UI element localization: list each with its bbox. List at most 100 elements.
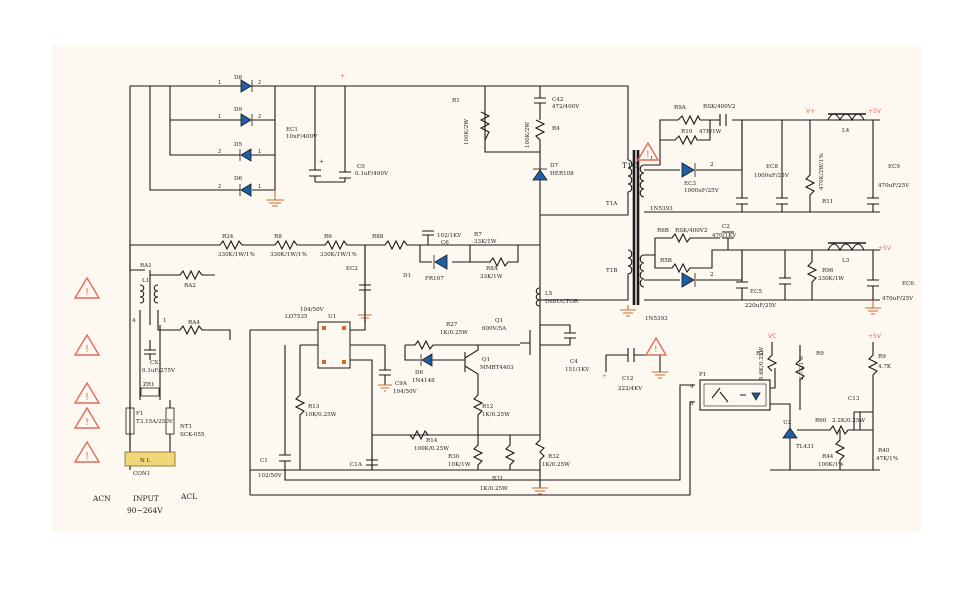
transformer-t1: T1C T1A T1B 1N5393 1N5393 (540, 150, 673, 322)
label-ra1: RA1 (140, 263, 152, 269)
label-c9a-value: 104/50V (393, 389, 418, 395)
label-r2: R2 (756, 351, 764, 357)
gate-drive: R27 1K/0.25W D6 1N4148 Q1 MMBT4403 R12 1… (250, 322, 540, 492)
label-q1b-value: MMBT4403 (480, 365, 514, 371)
label-nt1-value: SCK-055 (180, 432, 205, 438)
pin-label: 2 (710, 162, 714, 168)
label-r88: R88 (372, 234, 384, 240)
label-ec6: EC6 (902, 281, 914, 287)
plus-marker: + (340, 73, 345, 80)
label-c42-value: 472/400V (552, 104, 580, 110)
label-r24-value: 330K/1W/1% (218, 252, 255, 258)
label-r10-value: 47E/1W (699, 129, 722, 135)
label-r14: R14 (426, 438, 438, 444)
label-c9a: C9A (395, 381, 408, 387)
pin-label: 4 (132, 318, 136, 324)
label-r32: R32 (548, 454, 560, 460)
label-vc1: VC (768, 333, 776, 340)
label-5v-2: +5V (878, 245, 892, 252)
feedback-return: C1 102/50V (250, 345, 695, 496)
label-r9a: R9A (674, 105, 687, 111)
label-ec6-value: 470uF/25V (882, 296, 914, 302)
pin-label: 1 (218, 80, 221, 86)
label-r8: R8 (274, 234, 282, 240)
pin-label: 1 (650, 156, 654, 162)
label-ec3-value: 1000uF/25V (684, 188, 720, 194)
label-d7-value: HER108 (550, 171, 574, 177)
label-r7-value: 33K/1W (474, 239, 497, 245)
label-q1b: Q1 (482, 357, 490, 363)
pin-label: 1 (258, 149, 261, 155)
label-r11-value: 470K/2W/1% (819, 153, 825, 190)
pin-label: + (319, 159, 324, 165)
label-ec9: EC9 (888, 164, 900, 170)
label-r6b-value: RSK/400V2 (675, 228, 708, 234)
switching-stage: L5 INDUCTOR Q1 600V/5A C4 151/1KV R32 1K… (482, 287, 590, 495)
label-d6b-value: 1N4148 (412, 378, 435, 384)
label-vplus-1: V+ (806, 108, 815, 115)
label-r5p: RSK/400V2 (703, 104, 736, 110)
warning-icon: ! (73, 406, 101, 429)
svg-text:!: ! (85, 451, 89, 462)
svg-text:!: ! (85, 417, 89, 428)
label-c0-value: 0.1uF/400V (355, 171, 389, 177)
label-r30-value: 10K/1W (448, 462, 471, 468)
pin-label: 4 (690, 384, 694, 390)
label-zr1: ZR1 (143, 382, 155, 388)
svg-text:!: ! (85, 392, 89, 403)
label-ra4: RA4 (188, 320, 200, 326)
label-r1: R1 (452, 98, 460, 104)
label-con1: CON1 (133, 471, 150, 477)
label-r8a: R8A (486, 266, 499, 272)
label-r27-value: 1K/0.25W (440, 330, 468, 336)
svg-text:!: ! (654, 345, 658, 355)
label-acl: ACL (180, 492, 197, 501)
label-l4: L4 (842, 128, 850, 134)
label-r6b: R6B (657, 228, 669, 234)
pin-label: 3 (690, 401, 694, 407)
warning-markers: ! ! ! ! ! ! ! (73, 141, 668, 463)
bridge-rectifier: D8 D9 D5 D6 1 1 2 2 2 2 1 1 (129, 75, 350, 470)
label-r8a-value: 33K/1W (480, 274, 503, 280)
label-t1b: T1B (606, 268, 617, 274)
pin-label: 2 (258, 80, 261, 86)
label-t1a: T1A (606, 201, 618, 207)
label-d1: D1 (403, 273, 411, 279)
label-u2-value: TL431 (796, 444, 814, 450)
label-d5: D5 (234, 142, 242, 148)
label-input: INPUT (133, 494, 159, 503)
label-r1-value: 100K/2W (464, 119, 470, 145)
label-r9-top: R9 (816, 351, 824, 357)
label-r13-value: 10K/0.25W (305, 412, 337, 418)
label-c5: Q1 (495, 318, 503, 324)
label-c1: C1 (260, 458, 268, 464)
label-c1-value: 102/50V (258, 473, 283, 479)
label-c12: C12 (622, 376, 634, 382)
label-ec2: EC2 (346, 266, 358, 272)
bulk-capacitors: + EC1 10uF/400V C0 0.1uF/400V + (286, 73, 540, 183)
label-d8: D8 (234, 75, 242, 81)
label-r6-value: 330K/1W/1% (320, 252, 357, 258)
label-r3-value: 2.7K/1% (799, 356, 805, 380)
label-d2-value: 1N5393 (650, 206, 673, 212)
label-r7: R7 (474, 232, 482, 238)
label-r12-value: 1K/0.25W (482, 412, 510, 418)
label-ec1-value: 10uF/400V (286, 134, 318, 140)
label-d6: D6 (234, 176, 242, 182)
label-l5: L5 (545, 291, 553, 297)
label-r13: R13 (308, 404, 320, 410)
label-q1-value: 600V/5A (482, 326, 507, 332)
pin-label: 1 (163, 318, 167, 324)
warning-icon: ! (73, 333, 101, 356)
pin-label: 2 (710, 272, 714, 278)
warning-icon: ! (636, 141, 660, 161)
warning-icon: ! (644, 336, 668, 356)
label-r2-value: 5.6K/0.25W (759, 347, 765, 380)
label-r30: R30 (448, 454, 460, 460)
startup-resistor-chain: R24 330K/1W/1% R8 330K/1W/1% R6 330K/1W/… (130, 230, 540, 322)
label-ra2: RA2 (184, 283, 196, 289)
label-r24: R24 (222, 234, 234, 240)
label-r31-value: 1K/0.25W (480, 486, 508, 492)
label-ec8-value: 1000uF/25V (754, 173, 790, 179)
